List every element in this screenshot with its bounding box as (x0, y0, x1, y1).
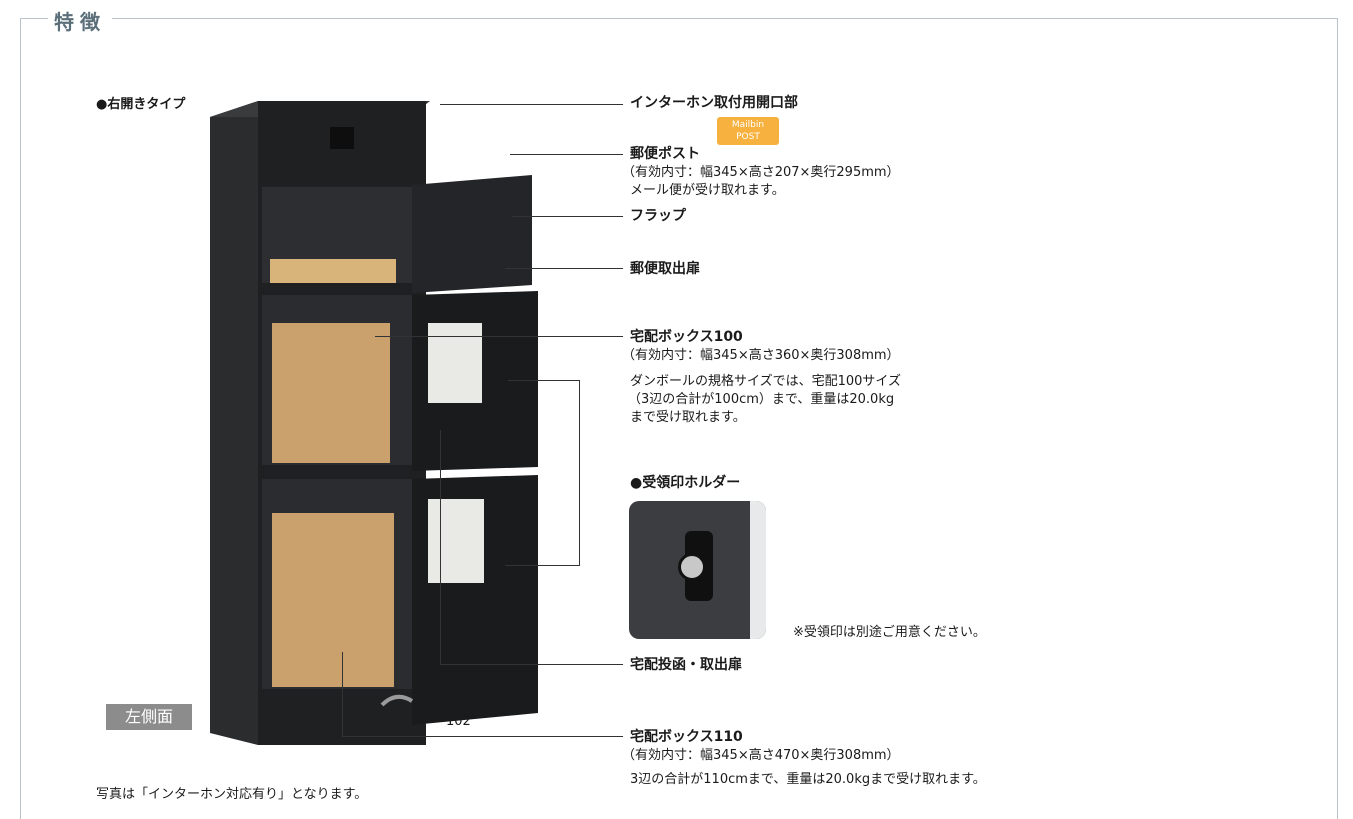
leader-holder-h1 (508, 380, 580, 381)
type-label: ●右開きタイプ (96, 97, 186, 112)
callout-stamp-holder-title: ●受領印ホルダー (630, 475, 741, 491)
mail-post-logo: Mailbin POST (717, 117, 779, 145)
cabinet-side (210, 101, 258, 745)
box100-door-label (428, 323, 482, 403)
callout-delivery-door-title: 宅配投函・取出扉 (630, 657, 742, 673)
callout-mail-post-note: メール便が受け取れます。 (630, 183, 785, 198)
frame-top-left (20, 18, 50, 19)
frame-right (1337, 18, 1338, 819)
callout-mail-post-title: 郵便ポスト (630, 146, 700, 162)
callout-flap-title: フラップ (630, 208, 686, 224)
callout-box100-note3: まで受け取れます。 (630, 410, 746, 425)
box100-cardboard (272, 323, 390, 463)
stamp-holder-knob (678, 553, 706, 581)
frame-top-right (108, 18, 1338, 19)
callout-intercom-title: インターホン取付用開口部 (630, 95, 798, 111)
base-handle (380, 694, 414, 707)
callout-box100-note2: （3辺の合計が100cm）まで、重量は20.0kg (628, 392, 895, 407)
mail-door (412, 175, 532, 293)
leader-box100 (375, 336, 623, 337)
box110-cardboard (272, 513, 394, 687)
side-view-badge: 左側面 (106, 704, 192, 730)
leader-box110-v (342, 652, 343, 736)
door-angle-label: 102° (446, 714, 478, 729)
logo-line2: POST (736, 132, 760, 142)
leader-delivery-door (440, 664, 623, 665)
photo-note: 写真は「インターホン対応有り」となります。 (96, 787, 368, 802)
callout-box110-note: 3辺の合計が110cmまで、重量は20.0kgまで受け取れます。 (630, 772, 986, 787)
callout-box100-note1: ダンボールの規格サイズでは、宅配100サイズ (630, 374, 902, 389)
callout-box100-dims: （有効内寸：幅345×高さ360×奥行308mm） (622, 348, 900, 363)
leader-intercom (440, 104, 623, 105)
frame-left (20, 18, 21, 819)
leader-flap (512, 216, 623, 217)
stamp-holder-plate (750, 501, 766, 639)
leader-holder-v (579, 380, 580, 566)
leader-mail-door (505, 268, 623, 269)
callout-mail-post-dims: （有効内寸：幅345×高さ207×奥行295mm） (622, 165, 900, 180)
logo-line1: Mailbin (731, 120, 765, 130)
box110-door-label (428, 499, 484, 583)
callout-box100-title: 宅配ボックス100 (630, 329, 743, 345)
callout-box110-dims: （有効内寸：幅345×高さ470×奥行308mm） (622, 748, 900, 763)
leader-holder-h2 (505, 565, 580, 566)
leader-delivery-door-v (440, 430, 441, 664)
leader-box110 (342, 736, 623, 737)
stamp-holder-photo (629, 501, 766, 639)
intercom-opening (330, 127, 354, 149)
callout-box110-title: 宅配ボックス110 (630, 729, 743, 745)
leader-mail-post (510, 154, 623, 155)
mail-envelope (270, 259, 396, 283)
section-title: 特徴 (48, 6, 112, 35)
product-illustration (210, 101, 538, 745)
callout-mail-door-title: 郵便取出扉 (630, 261, 700, 277)
stamp-holder-note: ※受領印は別途ご用意ください。 (793, 625, 986, 640)
